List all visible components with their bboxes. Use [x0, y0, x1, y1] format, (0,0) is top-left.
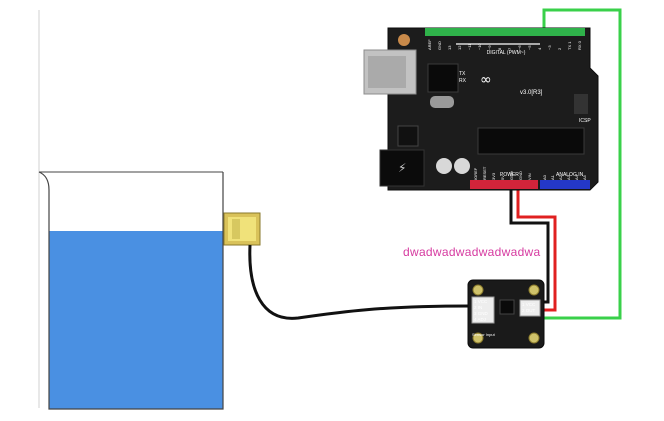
output-connector [519, 299, 541, 317]
digital-pin-labels: AREF GND 13 12 ~11 ~10 ~9 8 7 ~6 ~5 4 ~3 2 TX 1 RX 0 [427, 39, 582, 50]
icsp-header [574, 94, 588, 114]
digital-pin-label: ~9 [487, 45, 492, 50]
analog-label: ANALOG IN [556, 172, 584, 178]
power-jack [379, 149, 425, 187]
digital-pin-label: TX 1 [567, 41, 572, 50]
wire-green [541, 8, 622, 320]
svg-text:⚡: ⚡ [398, 161, 406, 175]
capacitor [436, 158, 452, 174]
sensor-out-pin-label: 2 OUT [522, 308, 536, 313]
digital-pin-label: 12 [457, 45, 462, 50]
sensor-pin-label: 2 IN [474, 305, 482, 310]
probe-cable [248, 244, 471, 320]
digital-pin-label: ~6 [517, 45, 522, 50]
analog-pin-label: A4 [574, 174, 579, 180]
digital-label: DIGITAL (PWM~) [487, 50, 526, 56]
digital-pin-label: ~10 [477, 42, 482, 50]
digital-pin-label: GND [437, 41, 442, 50]
arduino-logo-mark: ∞ [480, 72, 492, 88]
power-label: POWER [500, 172, 519, 178]
wire-black [509, 189, 550, 304]
digital-pin-label: 8 [497, 47, 502, 50]
sensor-chip [499, 299, 515, 315]
digital-pin-label: 7 [507, 47, 512, 50]
mount-hole [472, 284, 484, 296]
sensor-pin-label: 3 GND [474, 311, 489, 316]
analog-header [540, 180, 590, 189]
tx-label: TX [459, 71, 466, 77]
sensor-out-pin-label: 1 VCC [522, 302, 536, 307]
digital-pin-label: ~5 [527, 45, 532, 50]
mount-hole [528, 284, 540, 296]
analog-pin-label: A3 [566, 174, 571, 180]
arduino-board: ⚡ ∞ DIGITAL (PWM~) TX RX v3.0[R3] ICSP P… [363, 27, 599, 191]
power-pin-labels: IOREF RESET 3V3 5V GND GND VIN [473, 166, 532, 180]
crystal [430, 96, 454, 108]
regulator [397, 125, 419, 147]
water [49, 231, 223, 409]
digital-pin-label: 4 [537, 47, 542, 50]
tank-outline [38, 171, 224, 410]
rx-label: RX [459, 78, 467, 84]
board-version-label: v3.0[R3] [520, 90, 543, 96]
digital-pin-label: ~3 [547, 45, 552, 50]
digital-pin-label: ~11 [467, 43, 472, 50]
digital-pin-label: AREF [427, 39, 432, 50]
power-pin-label: VIN [527, 173, 532, 180]
mount-hole [528, 332, 540, 344]
sensor-footer-label: Sensor Input [472, 332, 496, 337]
sensor-pin-label: 1 VCC [474, 299, 488, 304]
power-pin-label: GND [518, 171, 523, 180]
power-pin-label: 5V [500, 175, 505, 180]
digital-pin-label: 2 [557, 47, 562, 50]
mount-hole [472, 332, 484, 344]
power-pin-label: IOREF [473, 167, 478, 180]
power-header [470, 180, 538, 189]
liquid-level-probe [223, 212, 261, 246]
mcu-chip [477, 127, 585, 155]
reset-button [398, 34, 410, 46]
digital-header [425, 28, 585, 36]
analog-pin-label: A1 [550, 174, 555, 180]
analog-pin-label: A0 [542, 174, 547, 180]
digital-pin-label: RX 0 [577, 40, 582, 50]
power-pin-label: GND [509, 171, 514, 180]
usb-chip [427, 63, 459, 93]
analog-pin-label: A2 [558, 174, 563, 180]
power-pin-label: 3V3 [491, 172, 496, 180]
sensor-pin-label: 4 ADJ [474, 317, 486, 322]
analog-pin-label: A5 [582, 174, 587, 180]
wire-red [516, 189, 557, 312]
power-pin-label: RESET [482, 166, 487, 180]
digital-pin-label: 13 [447, 45, 452, 50]
water-tank [38, 171, 224, 410]
icsp-label: ICSP [579, 118, 591, 124]
sensor-connector [471, 296, 495, 324]
capacitor [454, 158, 470, 174]
annotation-label: dwadwadwadwadwadwa [403, 245, 541, 259]
